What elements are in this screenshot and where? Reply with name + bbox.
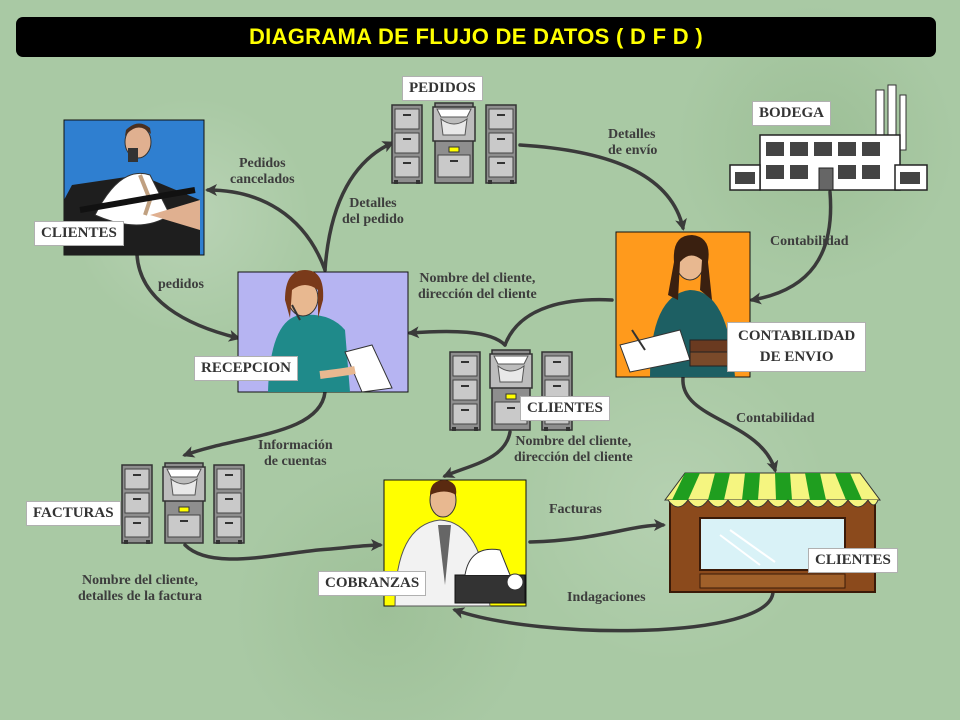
contabilidad-envio-line1: CONTABILIDAD (738, 328, 856, 344)
flow-nombre-cliente-factura-line1: Nombre del cliente, (82, 573, 199, 588)
flow-informacion-cuentas-line1: Información (258, 438, 333, 453)
flow-nombre-cliente-factura-line2: detalles de la factura (78, 589, 203, 604)
flow-nombre-cliente-top-line1: Nombre del cliente, (419, 271, 536, 286)
flow-informacion-cuentas-line2: de cuentas (264, 454, 327, 469)
flow-nombre-cliente-mid: Nombre del cliente, dirección del client… (514, 434, 633, 466)
arrow-detalles-envio (518, 143, 687, 231)
arrow-contabilidad-bodega (749, 190, 833, 305)
flow-detalles-envio-line1: Detalles (608, 127, 656, 142)
flow-pedidos-cancelados-line1: Pedidos (238, 156, 286, 171)
arrow-pedidos-cancelados (205, 184, 327, 272)
flow-detalles-pedido-line1: Detalles (349, 196, 397, 211)
arrow-nombre-cliente-top (407, 326, 507, 347)
flow-pedidos: pedidos (158, 277, 204, 292)
flow-nombre-cliente-factura: Nombre del cliente, detalles de la factu… (78, 573, 202, 605)
flow-nombre-cliente-top: Nombre del cliente, dirección del client… (418, 271, 537, 303)
pedidos-label: PEDIDOS (402, 76, 483, 101)
flow-pedidos-cancelados: Pedidos cancelados (230, 156, 295, 188)
arrow-nombre-cliente-factura (183, 539, 383, 561)
flow-nombre-cliente-mid-line1: Nombre del cliente, (515, 434, 632, 449)
flow-informacion-cuentas: Información de cuentas (258, 438, 333, 470)
arrow-pedidos (135, 253, 241, 342)
flow-detalles-envio: Detalles de envío (608, 127, 657, 159)
contabilidad-envio-label: CONTABILIDAD DE ENVIO (727, 322, 867, 372)
flow-detalles-pedido: Detalles del pedido (342, 196, 404, 228)
clientes-top-label: CLIENTES (34, 221, 124, 246)
arrow-indagaciones (452, 590, 775, 633)
arrow-cliente-to-contabilidad (503, 297, 614, 347)
title-bar: DIAGRAMA DE FLUJO DE DATOS ( D F D ) (16, 17, 936, 57)
arrow-facturas (528, 519, 666, 544)
contabilidad-envio-line2: DE ENVIO (759, 349, 834, 365)
bodega-factory-picture (729, 84, 928, 191)
clientes-shop-picture (664, 472, 881, 593)
bodega-label: BODEGA (752, 101, 832, 126)
flow-detalles-pedido-line2: del pedido (342, 212, 404, 227)
diagram-title: DIAGRAMA DE FLUJO DE DATOS ( D F D ) (248, 24, 704, 49)
flow-nombre-cliente-mid-line2: dirección del cliente (514, 450, 633, 465)
arrow-detalles-pedido (323, 141, 395, 272)
arrow-informacion-cuentas (182, 390, 327, 458)
flow-nombre-cliente-top-line2: dirección del cliente (418, 287, 537, 302)
flow-contabilidad-bodega: Contabilidad (770, 234, 849, 249)
arrow-contabilidad-shop (681, 376, 779, 473)
arrow-nombre-cliente-mid (442, 430, 512, 478)
recepcion-label: RECEPCION (194, 356, 299, 381)
facturas-cabinets-picture (121, 462, 245, 545)
flow-facturas: Facturas (549, 502, 602, 517)
flow-pedidos-cancelados-line2: cancelados (230, 172, 295, 187)
cobranzas-label: COBRANZAS (318, 571, 427, 596)
flow-indagaciones: Indagaciones (567, 590, 646, 605)
clientes-shop-label: CLIENTES (808, 548, 898, 573)
flow-detalles-envio-line2: de envío (608, 143, 658, 158)
contabilidad-envio-picture (615, 231, 751, 378)
pedidos-cabinets-picture (391, 102, 517, 185)
clientes-middle-label: CLIENTES (520, 396, 610, 421)
flow-contabilidad-shop: Contabilidad (736, 411, 815, 426)
facturas-label: FACTURAS (26, 501, 121, 526)
